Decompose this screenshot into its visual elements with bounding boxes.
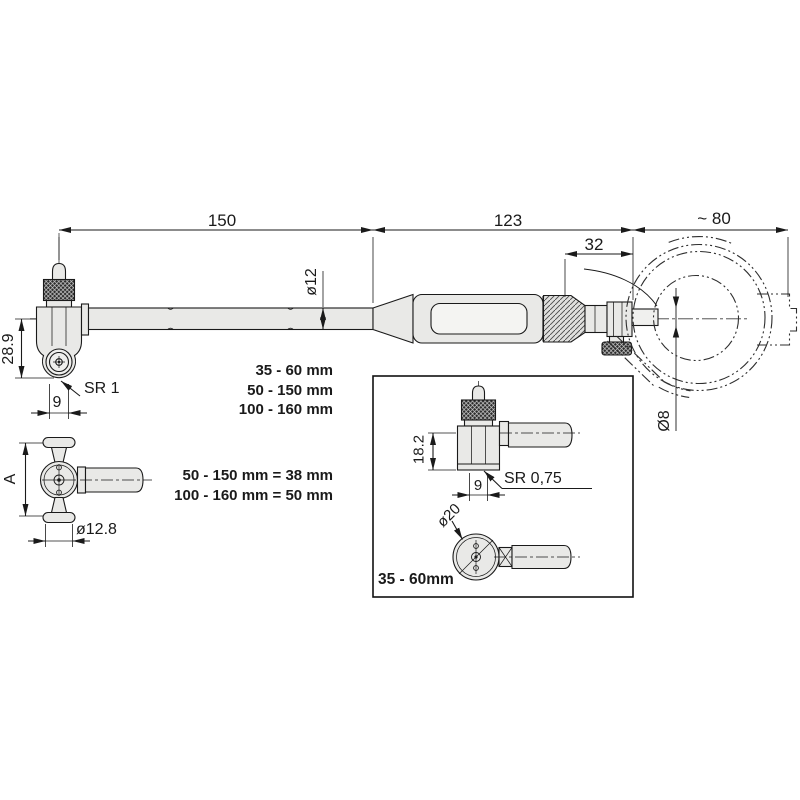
equivalence-item: 50 - 150 mm = 38 mm (182, 467, 333, 484)
taper (372, 293, 414, 344)
inset-range-label: 35 - 60mm (378, 571, 454, 588)
dim-label-view-height: A (2, 473, 19, 485)
main-drawing (15, 227, 798, 598)
dimension-32 (564, 251, 633, 297)
head-neck (45, 299, 73, 308)
dim-label-stem-diameter: Ø8 (656, 410, 673, 432)
handle-grip (372, 293, 659, 356)
head-front-view (19, 436, 152, 547)
range-item: 50 - 150 mm (247, 381, 333, 399)
dim-label-view-diameter: ø12.8 (76, 521, 117, 538)
bottom-tab-inner (663, 381, 691, 392)
clamp-knob (601, 341, 633, 356)
inset-detail-box (372, 375, 634, 598)
dimension-stem-dia (672, 288, 680, 431)
label-contact-radius-sr1: SR 1 (84, 380, 120, 397)
dim-label-80: ~ 80 (697, 209, 731, 228)
dim-label-head-height: 28.9 (0, 333, 17, 365)
inset-dim-label-body-width: 9 (473, 477, 483, 494)
measuring-head (35, 233, 90, 379)
back-lug (757, 293, 798, 346)
range-item: 100 - 160 mm (238, 401, 333, 418)
dim-label-head-width: 9 (52, 394, 62, 411)
range-list: 35 - 60 mm 50 - 150 mm 100 - 160 mm (173, 361, 333, 420)
inset-head-side-view (428, 381, 592, 501)
dial-indicator-phantom (607, 235, 798, 398)
spindle (584, 304, 608, 334)
inset-dim-label-body-height: 18.2 (410, 434, 428, 465)
length-dimensions (58, 227, 789, 303)
dimension-head-height (15, 318, 54, 379)
rod-flange (80, 303, 90, 336)
top-tab (668, 235, 733, 245)
dim-label-150: 150 (207, 211, 237, 230)
knurled-clamp-section (542, 294, 586, 343)
range-item: 35 - 60 mm (255, 362, 333, 379)
dial-back-outline (583, 268, 658, 307)
top-anvil (42, 436, 76, 449)
knurled-cap (42, 278, 76, 302)
equivalence-list: 50 - 150 mm = 38 mm 100 - 160 mm = 50 mm (153, 466, 333, 506)
extension-rod (87, 307, 374, 331)
dial-face-circle (652, 274, 740, 362)
bottom-anvil (42, 511, 76, 524)
grip-window (430, 302, 528, 335)
dim-label-rod-diameter: ø12 (303, 268, 320, 296)
inset-label-contact-radius: SR 0,75 (504, 470, 562, 487)
dimension-head-width (31, 384, 87, 419)
contact-point-dome (51, 262, 67, 281)
inset-head-front-view (451, 520, 580, 581)
bottom-tab (658, 386, 690, 398)
collar (606, 301, 633, 338)
indicator-stem (631, 308, 659, 327)
sr1-leader (60, 380, 81, 397)
equivalence-item: 100 - 160 mm = 50 mm (174, 487, 333, 504)
dim-label-32: 32 (584, 235, 604, 254)
dim-label-123: 123 (493, 211, 523, 230)
